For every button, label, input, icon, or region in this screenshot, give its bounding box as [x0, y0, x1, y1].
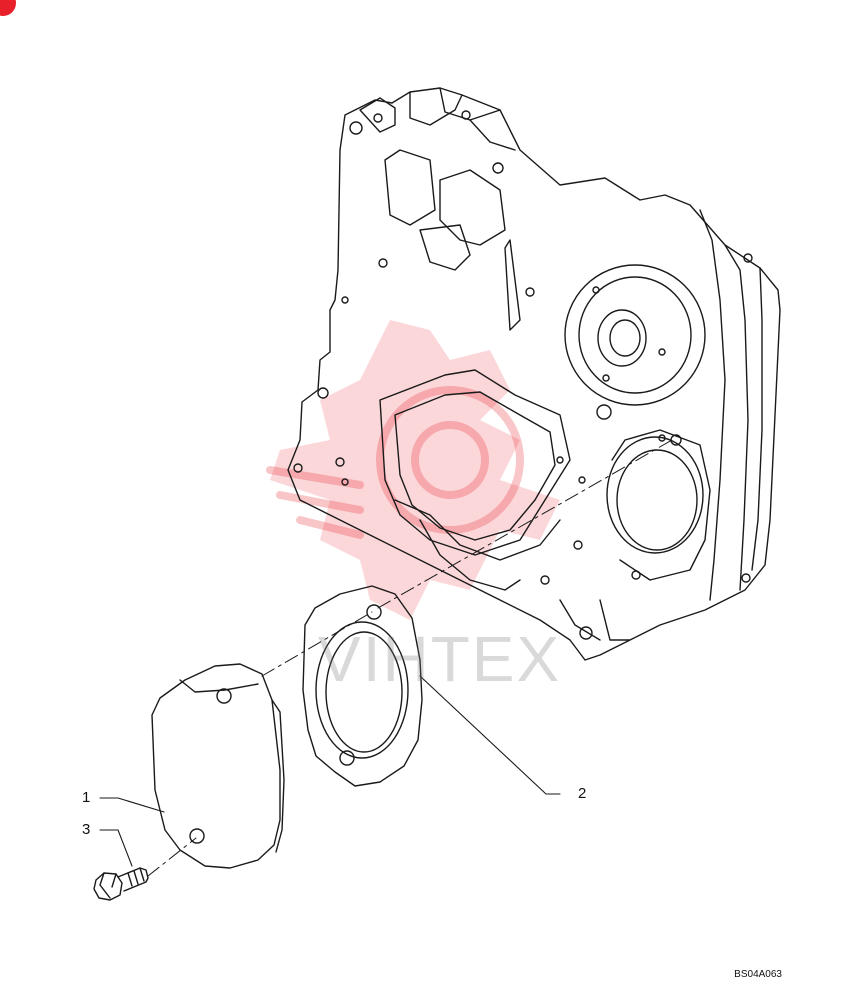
watermark-logo: [270, 320, 560, 620]
part-label-2: 2: [578, 785, 587, 802]
part-label-3: 3: [82, 821, 91, 838]
leader-lines: [99, 675, 561, 867]
drawing-code: BS04A063: [734, 969, 782, 980]
alignment-lines: [147, 439, 673, 877]
gasket: [302, 585, 423, 787]
corner-badge: [0, 0, 16, 16]
part-label-1: 1: [82, 789, 91, 806]
bolt: [93, 867, 149, 901]
cover-plate: [151, 663, 285, 869]
watermark-text: VIHTEX: [318, 623, 562, 695]
gear-housing: [287, 87, 781, 661]
